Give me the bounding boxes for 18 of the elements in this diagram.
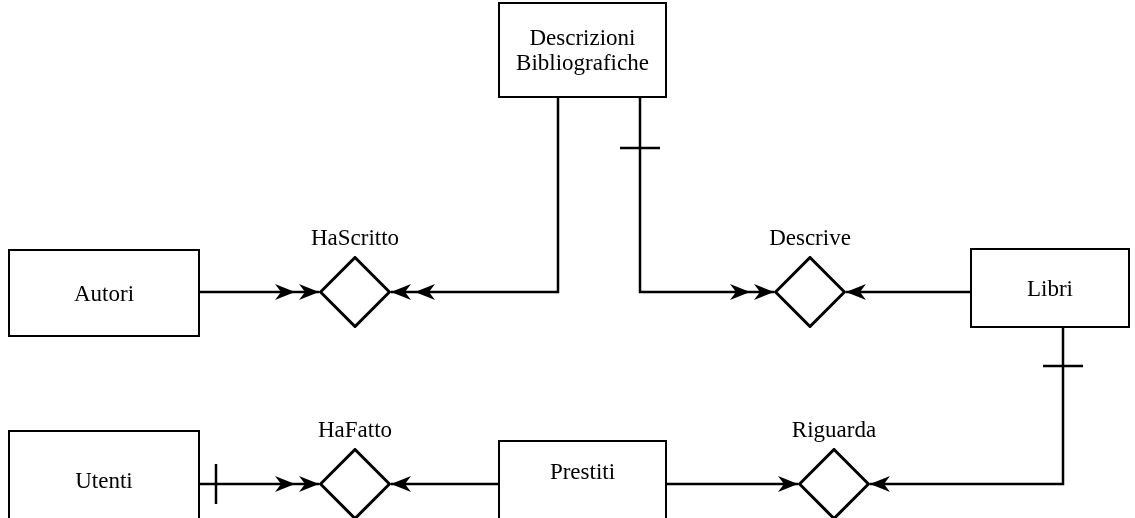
entity-name: Libri xyxy=(1027,275,1073,301)
entity-box xyxy=(498,440,667,518)
entity-box xyxy=(498,2,667,98)
entity-box xyxy=(8,249,200,337)
connector-arrow xyxy=(870,328,1085,492)
entity-name: Descrizioni Bibliografiche xyxy=(515,25,650,75)
entity-name: Autori xyxy=(73,280,135,306)
relationship-name: HaScritto xyxy=(310,225,400,250)
relationship-name: Riguarda xyxy=(791,417,877,442)
entity-name: Utenti xyxy=(75,468,133,493)
connector-arrow xyxy=(391,476,498,492)
connector-arrow xyxy=(667,476,798,492)
relationship-name: Descrive xyxy=(769,225,851,250)
entity-box xyxy=(8,430,200,518)
connector-arrow xyxy=(846,284,970,300)
entity-name: Prestiti xyxy=(549,459,616,484)
relationship-name: HaFatto xyxy=(317,417,393,442)
entity-box xyxy=(970,248,1130,328)
